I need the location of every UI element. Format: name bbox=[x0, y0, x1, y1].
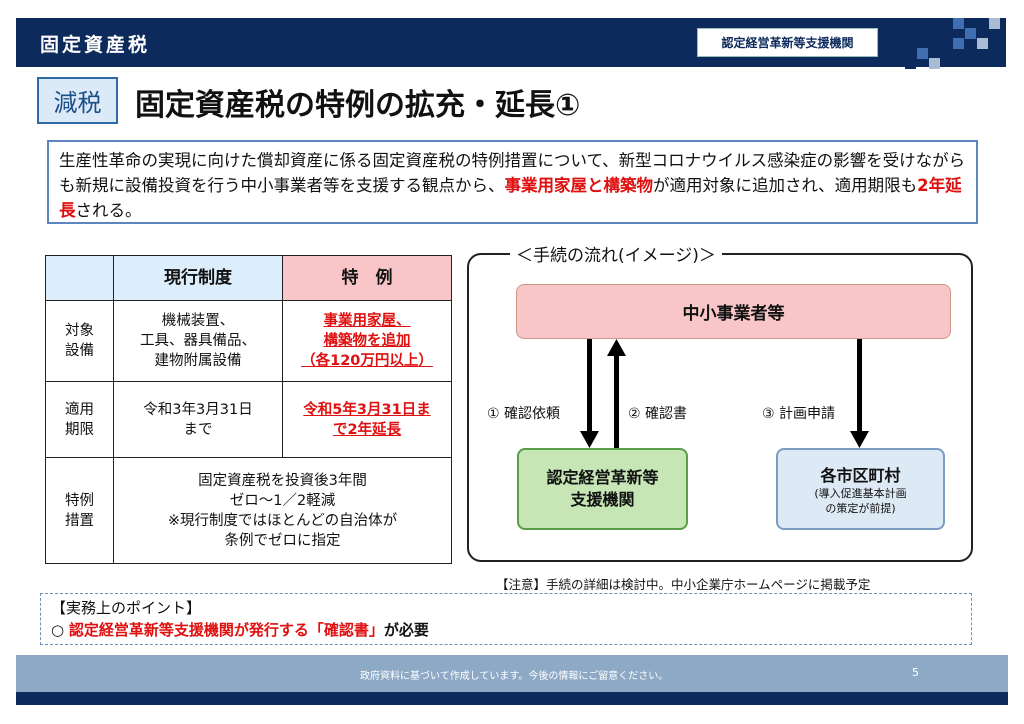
institution-line: 認定経営革新等 bbox=[546, 468, 659, 487]
checker-square bbox=[977, 38, 988, 49]
checker-square bbox=[929, 58, 940, 69]
flow-arrows bbox=[580, 339, 869, 448]
point-text: が必要 bbox=[383, 621, 429, 639]
checker-square bbox=[953, 38, 964, 49]
intro-text: が適用対象に追加され、適用期限も bbox=[653, 176, 918, 195]
org-badge: 認定経営革新等支援機関 bbox=[697, 28, 878, 57]
cell-line: 建物附属設備 bbox=[154, 353, 242, 369]
intro-box: 生産性革命の実現に向けた償却資産に係る固定資産税の特例措置について、新型コロナウ… bbox=[47, 140, 978, 224]
checker-logo bbox=[905, 18, 1005, 69]
checker-square bbox=[977, 18, 988, 29]
row-label: 特例措置 bbox=[45, 457, 114, 564]
institution-line: 支援機関 bbox=[570, 490, 635, 509]
label-line: 措置 bbox=[65, 512, 94, 529]
row-label: 適用期限 bbox=[45, 381, 114, 458]
cell-line: 固定資産税を投資後3年間 bbox=[198, 472, 367, 489]
checker-square bbox=[941, 28, 952, 39]
cell-line: 構築物を追加 bbox=[323, 333, 411, 349]
checker-square bbox=[989, 18, 1000, 29]
footer-bar bbox=[16, 655, 1008, 692]
special-cell: 令和5年3月31日まで2年延長 bbox=[282, 381, 452, 458]
sme-label: 中小事業者等 bbox=[682, 304, 785, 324]
label-line: 対象 bbox=[65, 323, 94, 339]
bullet: ○ bbox=[51, 621, 69, 639]
comparison-table: 現行制度 特 例 対象設備 機械装置、工具、器具備品、建物附属設備 事業用家屋、… bbox=[45, 255, 452, 564]
point-highlight: 認定経営革新等支援機関が発行する「確認書」 bbox=[68, 621, 384, 639]
header-cell bbox=[45, 255, 114, 301]
point-item: ○ 認定経営革新等支援機関が発行する「確認書」が必要 bbox=[51, 619, 961, 641]
cell-line: 令和5年3月31日ま bbox=[303, 401, 431, 418]
municipality-note: (導入促進基本計画 bbox=[814, 487, 907, 500]
cell-line: 工具、器具備品、 bbox=[140, 333, 256, 349]
checker-square bbox=[965, 28, 976, 39]
label-line: 適用 bbox=[65, 401, 94, 418]
page-number: 5 bbox=[912, 666, 919, 679]
sme-box: 中小事業者等 bbox=[516, 284, 951, 339]
special-cell: 事業用家屋、構築物を追加 （各120万円以上） bbox=[282, 300, 452, 382]
step3-label: ③ 計画申請 bbox=[762, 406, 836, 422]
municipality-box: 各市区町村 (導入促進基本計画の策定が前提) bbox=[776, 448, 945, 530]
flow-title: ＜手続の流れ(イメージ)＞ bbox=[510, 241, 722, 266]
page-title: 固定資産税の特例の拡充・延長① bbox=[135, 88, 581, 123]
header-cell: 現行制度 bbox=[113, 255, 283, 301]
intro-highlight: 事業用家屋と構築物 bbox=[504, 176, 654, 195]
label-line: 特例 bbox=[65, 492, 94, 509]
intro-text: される。 bbox=[75, 201, 142, 220]
merged-cell: 固定資産税を投資後3年間ゼロ～1／2軽減 ※現行制度ではほとんどの自治体が条例でゼ… bbox=[113, 457, 452, 564]
municipality-label: 各市区町村 bbox=[820, 466, 901, 485]
intro-text: 生産性革命の実現に向けた償却資産に係る固定資産税の特例措置について、新型コロナウ… bbox=[59, 151, 966, 195]
checker-square bbox=[905, 58, 916, 69]
municipality-note: の策定が前提) bbox=[825, 502, 896, 515]
step1-label: ① 確認依頼 bbox=[487, 406, 561, 422]
cell-line: まで bbox=[183, 421, 213, 438]
cell-line: 機械装置、 bbox=[161, 313, 235, 329]
practical-points-box: 【実務上のポイント】 ○ 認定経営革新等支援機関が発行する「確認書」が必要 bbox=[40, 593, 972, 645]
institution-box: 認定経営革新等支援機関 bbox=[517, 448, 688, 530]
current-cell: 機械装置、工具、器具備品、建物附属設備 bbox=[113, 300, 283, 382]
header-cell: 特 例 bbox=[282, 255, 452, 301]
row-label: 対象設備 bbox=[45, 300, 114, 382]
current-cell: 令和3年3月31日まで bbox=[113, 381, 283, 458]
points-heading: 【実務上のポイント】 bbox=[51, 599, 202, 617]
footer-text: 政府資料に基づいて作成しています。今後の情報にご留意ください。 bbox=[360, 671, 669, 682]
intro-highlight: 2年延長 bbox=[59, 176, 962, 220]
section-title: 固定資産税 bbox=[40, 34, 151, 56]
label-line: 期限 bbox=[65, 421, 94, 438]
label-line: 設備 bbox=[65, 343, 94, 359]
checker-square bbox=[917, 48, 928, 59]
arrow-down-icon bbox=[850, 339, 869, 448]
footer-strip bbox=[16, 692, 1008, 705]
cell-line: 事業用家屋、 bbox=[323, 313, 411, 329]
note-text: 【注意】手続の詳細は検討中。中小企業庁ホームページに掲載予定 bbox=[496, 577, 871, 592]
checker-square bbox=[941, 48, 952, 59]
arrow-up-icon bbox=[607, 339, 626, 448]
checker-square bbox=[953, 18, 964, 29]
tax-cut-tag: 減税 bbox=[37, 77, 118, 124]
cell-line: ゼロ～1／2軽減 bbox=[229, 492, 336, 509]
step2-label: ② 確認書 bbox=[628, 406, 688, 422]
cell-line: （各120万円以上） bbox=[301, 353, 433, 369]
cell-line: 条例でゼロに指定 bbox=[224, 532, 341, 549]
arrow-down-icon bbox=[580, 339, 599, 448]
checker-square bbox=[929, 38, 940, 49]
cell-line: 令和3年3月31日 bbox=[143, 401, 253, 418]
cell-line: で2年延長 bbox=[332, 421, 402, 438]
cell-line: ※現行制度ではほとんどの自治体が bbox=[167, 512, 398, 529]
